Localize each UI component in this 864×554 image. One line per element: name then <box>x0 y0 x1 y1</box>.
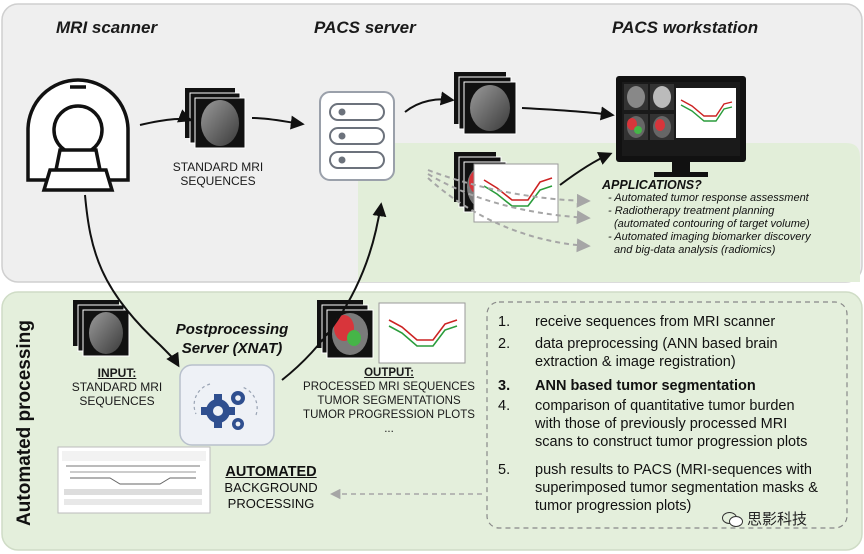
gear-icon <box>201 394 235 428</box>
mri-image-stack <box>185 88 246 149</box>
step-text: tumor progression plots) <box>535 498 692 514</box>
application-item: and big-data analysis (radiomics) <box>614 244 776 256</box>
arrow-seg-to-workstation <box>559 151 613 186</box>
step-number: 1. <box>498 314 511 330</box>
output-label: OUTPUT: PROCESSED MRI SEQUENCES TUMOR SE… <box>296 366 482 436</box>
application-item: (automated contouring of target volume) <box>614 218 810 230</box>
applications-title: APPLICATIONS? <box>602 178 702 192</box>
output-line3: TUMOR PROGRESSION PLOTS <box>303 409 475 421</box>
automated-processing-label: Automated processing <box>14 320 35 526</box>
automated-processing-text: Automated processing <box>14 320 35 526</box>
arrow-pacs-to-mri-stack <box>404 91 455 113</box>
standard-mri-line1: STANDARD MRI <box>172 160 264 174</box>
watermark-text: 思影科技 <box>747 510 808 528</box>
step-number: 5. <box>498 462 511 478</box>
step-text: comparison of quantitative tumor burden <box>535 398 795 414</box>
step-number: 2. <box>498 336 511 352</box>
arrow-mri-stack-to-workstation <box>521 106 615 121</box>
header-pacs-workstation: PACS workstation <box>612 18 759 37</box>
step-2: 2. data preprocessing (ANN based brain e… <box>498 335 848 373</box>
step-text: scans to construct tumor progression plo… <box>535 434 808 450</box>
standard-mri-label: STANDARD MRI SEQUENCES <box>168 160 268 188</box>
step-3: 3. ANN based tumor segmentation <box>498 377 848 397</box>
step-number: 3. <box>498 378 511 394</box>
input-mri-stack <box>73 300 130 357</box>
arrow-scanner-to-input <box>84 194 180 368</box>
step-1: 1. receive sequences from MRI scanner <box>498 313 848 333</box>
applications-block: APPLICATIONS? - Automated tumor response… <box>602 178 852 257</box>
step-text: data preprocessing (ANN based brain <box>535 336 778 352</box>
header-pacs-server: PACS server <box>314 18 416 37</box>
arrow-mri-to-pacs <box>251 115 305 130</box>
postprocessing-line1: Postprocessing <box>175 321 289 338</box>
watermark: 思影科技 <box>722 508 807 529</box>
output-line1: PROCESSED MRI SEQUENCES <box>303 381 475 393</box>
dashed-arrows <box>427 169 591 253</box>
workstation-monitor <box>616 76 746 177</box>
automated-line2: PROCESSING <box>227 496 315 511</box>
step-text: extraction & image registration) <box>535 354 736 370</box>
output-line2: TUMOR SEGMENTATIONS <box>317 395 461 407</box>
automated-title: AUTOMATED <box>225 464 317 480</box>
step-text: receive sequences from MRI scanner <box>535 314 776 330</box>
application-item: - Automated tumor response assessment <box>608 192 809 204</box>
step-text: push results to PACS (MRI-sequences with <box>535 462 812 478</box>
input-line2: SEQUENCES <box>79 394 155 408</box>
segmentation-stack-bottom <box>317 300 374 359</box>
arrow-xnat-to-pacs <box>281 202 387 381</box>
automated-line1: BACKGROUND <box>224 480 318 495</box>
input-label: INPUT: STANDARD MRI SEQUENCES <box>62 366 172 408</box>
step-4: 4. comparison of quantitative tumor burd… <box>498 397 848 453</box>
step-5: 5. push results to PACS (MRI-sequences w… <box>498 461 848 517</box>
standard-mri-line2: SEQUENCES <box>180 174 256 188</box>
step-text: ANN based tumor segmentation <box>535 378 756 394</box>
step-number: 4. <box>498 398 511 414</box>
output-title: OUTPUT: <box>364 367 414 379</box>
application-item: - Automated imaging biomarker discovery <box>608 231 811 243</box>
progression-plot-bottom <box>378 302 466 364</box>
gear-small-icon <box>231 391 245 430</box>
mri-image-stack-workstation <box>454 72 517 135</box>
automated-background-label: AUTOMATED BACKGROUND PROCESSING <box>212 464 330 512</box>
step-text: superimposed tumor segmentation masks & <box>535 480 818 496</box>
postprocessing-label: Postprocessing Server (XNAT) <box>154 320 310 358</box>
header-mri-scanner: MRI scanner <box>56 18 158 37</box>
output-line4: ... <box>384 423 394 435</box>
wechat-icon <box>722 511 743 527</box>
bottom-panel <box>1 291 863 551</box>
step-text: with those of previously processed MRI <box>535 416 788 432</box>
postprocessing-server-icon <box>179 364 275 446</box>
xnat-screenshot <box>57 446 211 514</box>
input-title: INPUT: <box>97 366 137 380</box>
pacs-server-icon <box>319 91 395 181</box>
mri-scanner-icon <box>26 78 130 192</box>
postprocessing-line2: Server (XNAT) <box>181 340 283 357</box>
input-line1: STANDARD MRI <box>71 380 163 394</box>
arrow-scanner-to-mri <box>139 109 193 126</box>
application-item: - Radiotherapy treatment planning <box>608 205 775 217</box>
